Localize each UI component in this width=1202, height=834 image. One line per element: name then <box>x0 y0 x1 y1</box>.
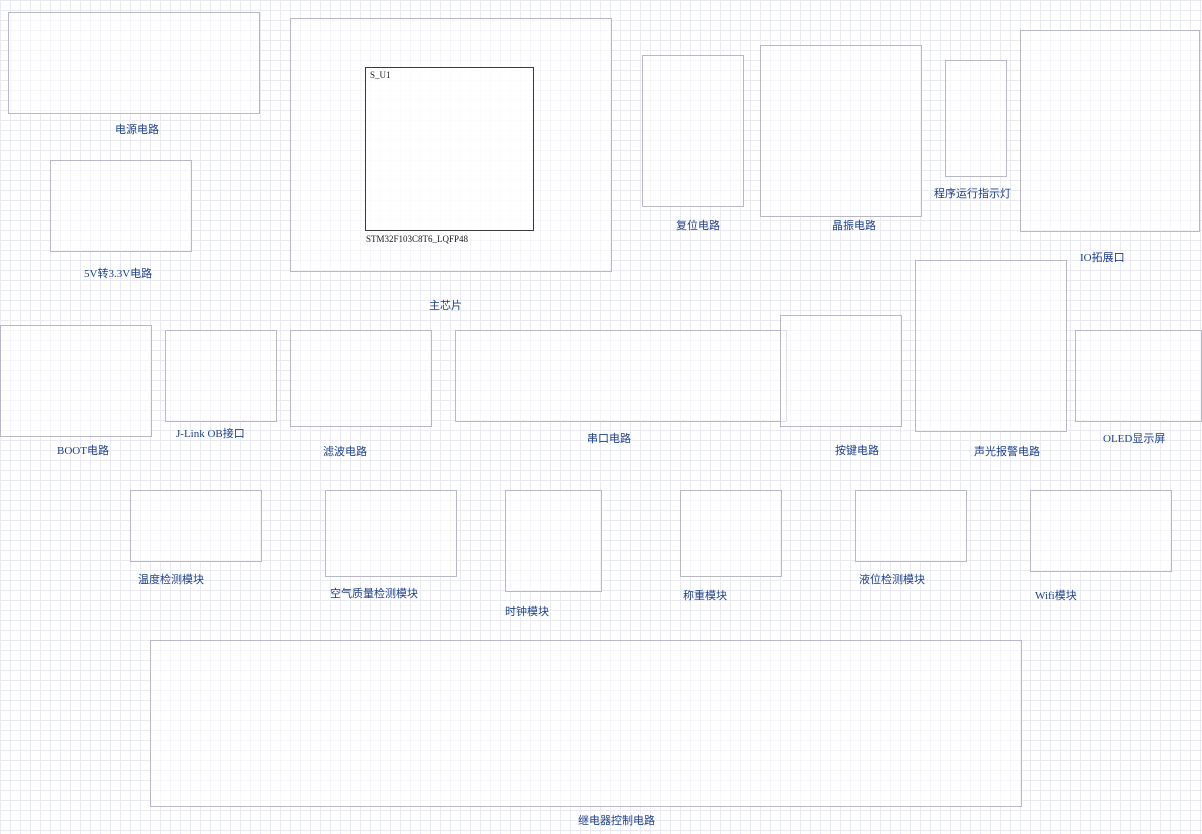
crystal-circuit-block <box>760 45 922 217</box>
mcu-title: 主芯片 <box>429 300 462 312</box>
serial-block <box>455 330 787 422</box>
boot-circuit-title: BOOT电路 <box>57 445 109 457</box>
run-led-title: 程序运行指示灯 <box>934 188 1011 200</box>
io-extension-block <box>1020 30 1200 232</box>
reset-circuit-title: 复位电路 <box>676 220 720 232</box>
jlink-title: J-Link OB接口 <box>176 428 245 440</box>
oled-title: OLED显示屏 <box>1103 433 1166 445</box>
filter-block <box>290 330 432 427</box>
filter-title: 滤波电路 <box>323 446 367 458</box>
alarm-title: 声光报警电路 <box>974 446 1040 458</box>
ldo-circuit-block <box>50 160 192 252</box>
wifi-module-title: Wifi模块 <box>1035 590 1077 602</box>
power-circuit-block <box>8 12 260 114</box>
mcu-chip: S_U1 STM32F103C8T6_LQFP48 <box>365 67 534 244</box>
keys-title: 按键电路 <box>835 445 879 457</box>
clock-module-title: 时钟模块 <box>505 606 549 618</box>
level-module-block <box>855 490 967 562</box>
jlink-block <box>165 330 277 422</box>
alarm-block <box>915 260 1067 432</box>
air-module-title: 空气质量检测模块 <box>330 588 418 600</box>
reset-circuit-block <box>642 55 744 207</box>
level-module-title: 液位检测模块 <box>859 574 925 586</box>
run-led-block <box>945 60 1007 177</box>
temp-module-title: 温度检测模块 <box>138 574 204 586</box>
boot-circuit-block <box>0 325 152 437</box>
ldo-circuit-title: 5V转3.3V电路 <box>84 268 153 280</box>
mcu-designator: S_U1 <box>370 70 391 80</box>
oled-block <box>1075 330 1202 422</box>
wifi-module-block <box>1030 490 1172 572</box>
io-extension-title: IO拓展口 <box>1080 252 1125 264</box>
weigh-module-title: 称重模块 <box>683 590 727 602</box>
keys-block <box>780 315 902 427</box>
weigh-module-block <box>680 490 782 577</box>
relay-control-block <box>150 640 1022 807</box>
temp-module-block <box>130 490 262 562</box>
mcu-part-number: STM32F103C8T6_LQFP48 <box>366 234 469 244</box>
crystal-circuit-title: 晶振电路 <box>832 220 876 232</box>
serial-title: 串口电路 <box>587 433 631 445</box>
air-module-block <box>325 490 457 577</box>
relay-control-title: 继电器控制电路 <box>578 815 655 827</box>
clock-module-block <box>505 490 602 592</box>
power-circuit-title: 电源电路 <box>115 124 159 136</box>
